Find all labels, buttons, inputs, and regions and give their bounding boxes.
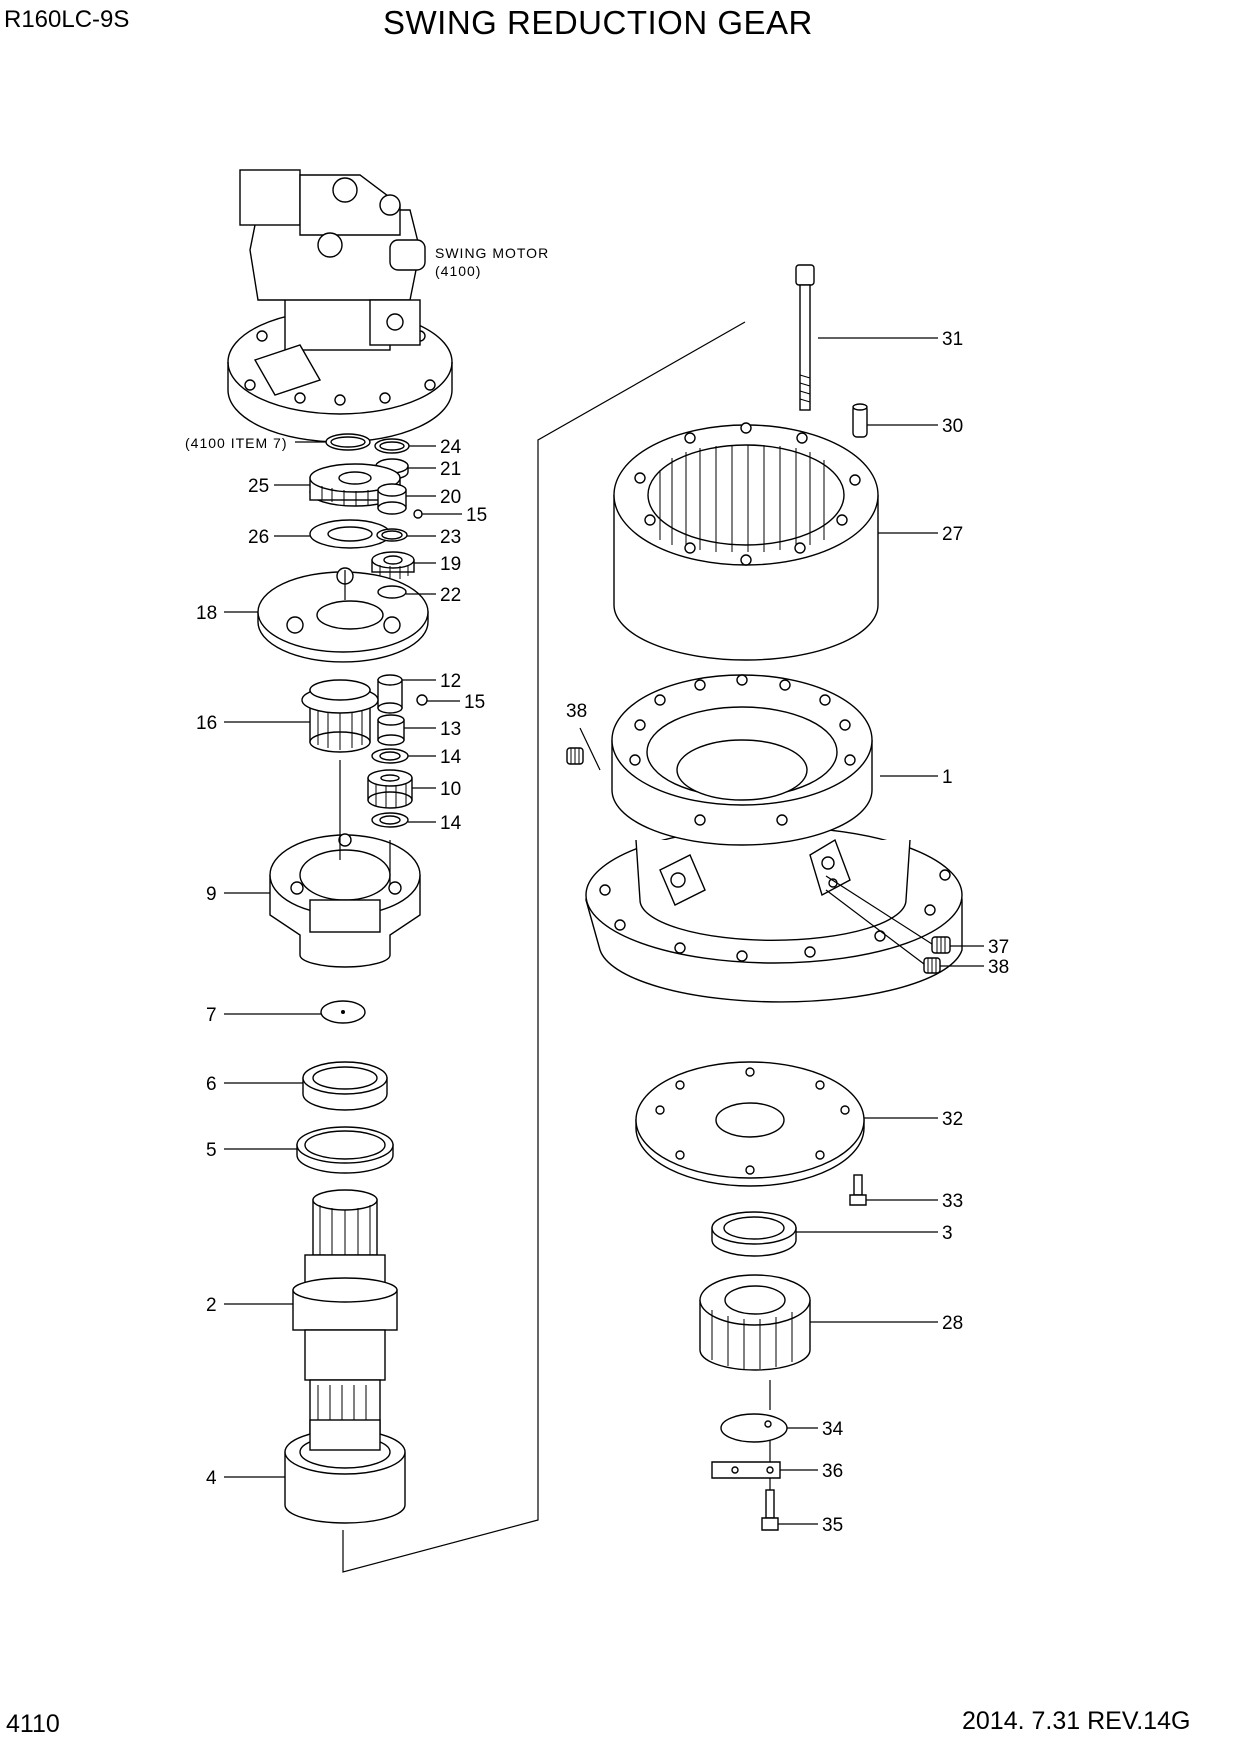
part-34-plate — [720, 1413, 788, 1443]
part-4-roller-bearing — [284, 1419, 406, 1524]
callout-38-left: 38 — [566, 701, 587, 722]
swing-motor-ref: (4100) — [435, 263, 481, 279]
callout-37: 37 — [988, 937, 1009, 958]
part-35-bolt — [761, 1489, 779, 1531]
model-name: R160LC-9S — [4, 6, 130, 33]
callout-2: 2 — [206, 1295, 217, 1316]
callout-19: 19 — [440, 554, 461, 575]
callout-3: 3 — [942, 1223, 953, 1244]
revision-date: 2014. 7.31 REV.14G — [962, 1707, 1191, 1735]
leader-lines — [224, 337, 984, 1525]
callout-14-upper: 14 — [440, 747, 462, 768]
callout-23: 23 — [440, 527, 461, 548]
callout-4: 4 — [206, 1468, 217, 1489]
callout-35: 35 — [822, 1515, 843, 1536]
callout-7: 7 — [206, 1005, 217, 1026]
part-14-washer-upper — [371, 748, 409, 764]
group-divider-line — [342, 321, 746, 1573]
callout-15-upper: 15 — [466, 505, 487, 526]
callout-10: 10 — [440, 779, 461, 800]
part-19-planet-gear — [371, 551, 415, 579]
callout-14-lower: 14 — [440, 813, 462, 834]
part-27-ring-gear — [613, 422, 879, 661]
part-14-washer-lower — [371, 812, 409, 828]
part-20-bearing — [377, 483, 407, 515]
part-36-lock-plate — [711, 1461, 781, 1479]
motor-item-ref-label: (4100 ITEM 7) — [185, 435, 287, 451]
part-2-drive-shaft — [292, 1189, 398, 1451]
swing-motor-label: SWING MOTOR — [435, 245, 549, 261]
part-1-housing — [585, 674, 963, 1003]
part-32-cover — [635, 1061, 865, 1187]
swing-motor-illustration — [227, 169, 453, 443]
page-title: SWING REDUCTION GEAR — [383, 4, 813, 41]
part-12-pin — [377, 674, 403, 714]
callout-34: 34 — [822, 1419, 844, 1440]
callout-38-right: 38 — [988, 957, 1009, 978]
part-5-oil-seal — [296, 1126, 394, 1174]
callout-15-lower: 15 — [464, 692, 485, 713]
callout-9: 9 — [206, 884, 217, 905]
part-13-bushing — [377, 714, 405, 746]
part-10-planet-gear — [367, 769, 413, 809]
page-number: 4110 — [6, 1710, 60, 1738]
callout-18: 18 — [196, 603, 217, 624]
part-15-pin-lower — [416, 694, 428, 706]
part-9-carrier — [269, 833, 421, 968]
part-18-carrier-plate — [257, 567, 429, 663]
part-15-pin-upper — [413, 509, 423, 519]
callout-5: 5 — [206, 1140, 217, 1161]
part-37-plug — [931, 936, 951, 954]
callout-27: 27 — [942, 524, 963, 545]
callout-20: 20 — [440, 487, 461, 508]
callout-21: 21 — [440, 459, 461, 480]
callout-22: 22 — [440, 585, 461, 606]
part-28-pinion — [699, 1274, 811, 1371]
callout-6: 6 — [206, 1074, 217, 1095]
callout-32: 32 — [942, 1109, 963, 1130]
callout-16: 16 — [196, 713, 217, 734]
callout-30: 30 — [942, 416, 963, 437]
part-33-bolt — [849, 1174, 867, 1206]
callout-25: 25 — [248, 476, 269, 497]
part-38-plug-left — [566, 747, 584, 765]
callout-12: 12 — [440, 671, 461, 692]
callout-28: 28 — [942, 1313, 963, 1334]
callout-33: 33 — [942, 1191, 963, 1212]
part-31-socket-bolt — [795, 264, 815, 411]
callout-26: 26 — [248, 527, 269, 548]
callout-24: 24 — [440, 437, 462, 458]
callout-1: 1 — [942, 767, 953, 788]
callout-labels: 31 30 27 38 1 37 38 32 33 3 28 34 36 35 … — [196, 329, 1009, 1536]
part-16-gear — [301, 679, 379, 753]
part-3-oil-seal — [711, 1211, 797, 1257]
callout-31: 31 — [942, 329, 963, 350]
part-38-plug-right — [923, 957, 941, 974]
part-6-roller-bearing — [302, 1061, 388, 1111]
part-22-washer — [377, 585, 407, 599]
callout-36: 36 — [822, 1461, 843, 1482]
part-30-pin — [852, 403, 868, 438]
callout-13: 13 — [440, 719, 461, 740]
